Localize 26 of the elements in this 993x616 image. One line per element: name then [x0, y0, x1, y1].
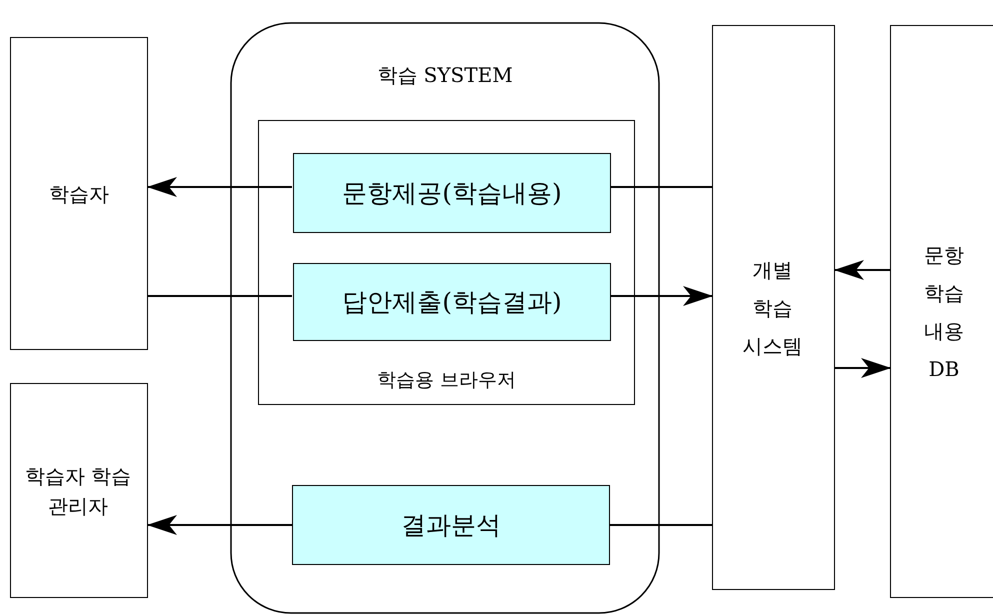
arrow	[834, 260, 890, 280]
arrow	[610, 286, 713, 306]
process-box	[293, 263, 611, 341]
node-label: 학습자	[48, 180, 110, 208]
panel-label: 학습용 브라우저	[376, 368, 518, 393]
arrow	[147, 515, 292, 535]
node-label: 답안제출(학습결과)	[341, 286, 563, 318]
database-box	[890, 25, 993, 598]
node-label: 문항 학습 내용 DB	[923, 242, 965, 382]
arrow	[147, 177, 292, 197]
node-label: 결과분석	[400, 509, 502, 542]
process-box	[293, 153, 611, 233]
container-title: 학습 SYSTEM	[376, 62, 514, 89]
actor-box	[10, 383, 148, 598]
node-label: 개별 학습 시스템	[742, 256, 802, 360]
node-label: 문항제공(학습내용)	[341, 177, 563, 210]
browser-panel	[258, 120, 635, 405]
arrow	[835, 358, 891, 378]
connector-line	[610, 186, 712, 188]
system-box	[712, 25, 835, 590]
connector-line	[148, 295, 292, 297]
connector-line	[610, 524, 712, 526]
actor-box	[10, 37, 148, 350]
node-label: 학습자 학습관리자	[24, 462, 132, 520]
process-box	[292, 485, 610, 565]
system-container	[230, 22, 660, 614]
